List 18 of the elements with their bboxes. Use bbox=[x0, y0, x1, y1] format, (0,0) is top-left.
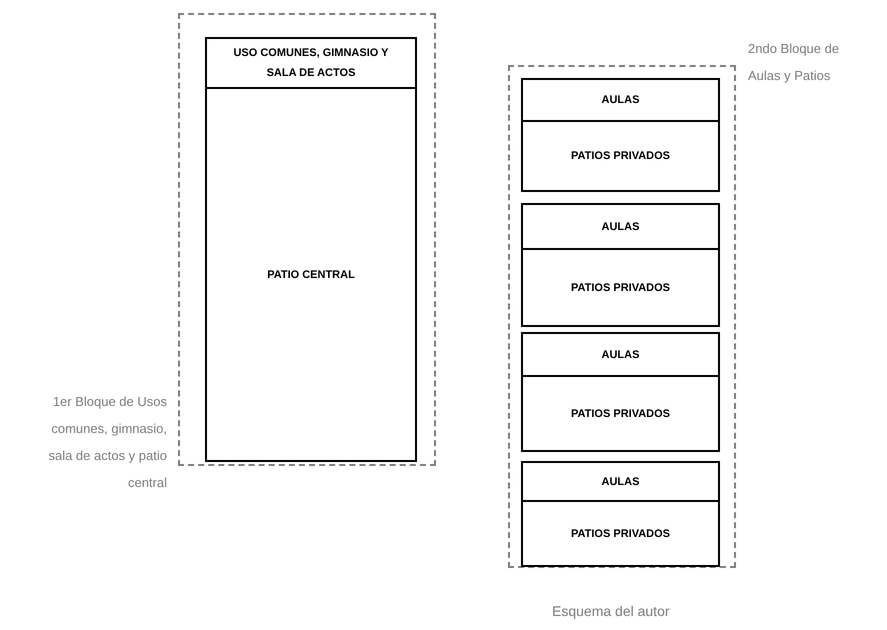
zone-title: USO COMUNES, GIMNASIO Y SALA DE ACTOS bbox=[232, 46, 390, 81]
block-caption: 2ndo Bloque de Aulas y Patios bbox=[748, 40, 840, 85]
zone-title: AULAS bbox=[600, 348, 640, 362]
zone-box bbox=[521, 332, 720, 452]
zone-box bbox=[205, 37, 417, 462]
zone-label: PATIOS PRIVADOS bbox=[570, 149, 671, 164]
zone-title: AULAS bbox=[600, 93, 640, 108]
source-note: Esquema del autor bbox=[552, 603, 670, 619]
zone-box bbox=[521, 203, 720, 327]
zone-label: PATIO CENTRAL bbox=[266, 268, 356, 282]
block-caption: 1er Bloque de Usos comunes, gimnasio, sala de actos y patio central bbox=[47, 393, 167, 492]
zone-title: AULAS bbox=[600, 474, 640, 490]
zone-label: PATIOS PRIVADOS bbox=[570, 280, 671, 296]
zone-label: PATIOS PRIVADOS bbox=[570, 526, 671, 542]
zone-title: AULAS bbox=[600, 220, 640, 234]
zone-box bbox=[521, 78, 720, 192]
zone-label: PATIOS PRIVADOS bbox=[570, 406, 671, 422]
zone-box bbox=[521, 461, 720, 567]
